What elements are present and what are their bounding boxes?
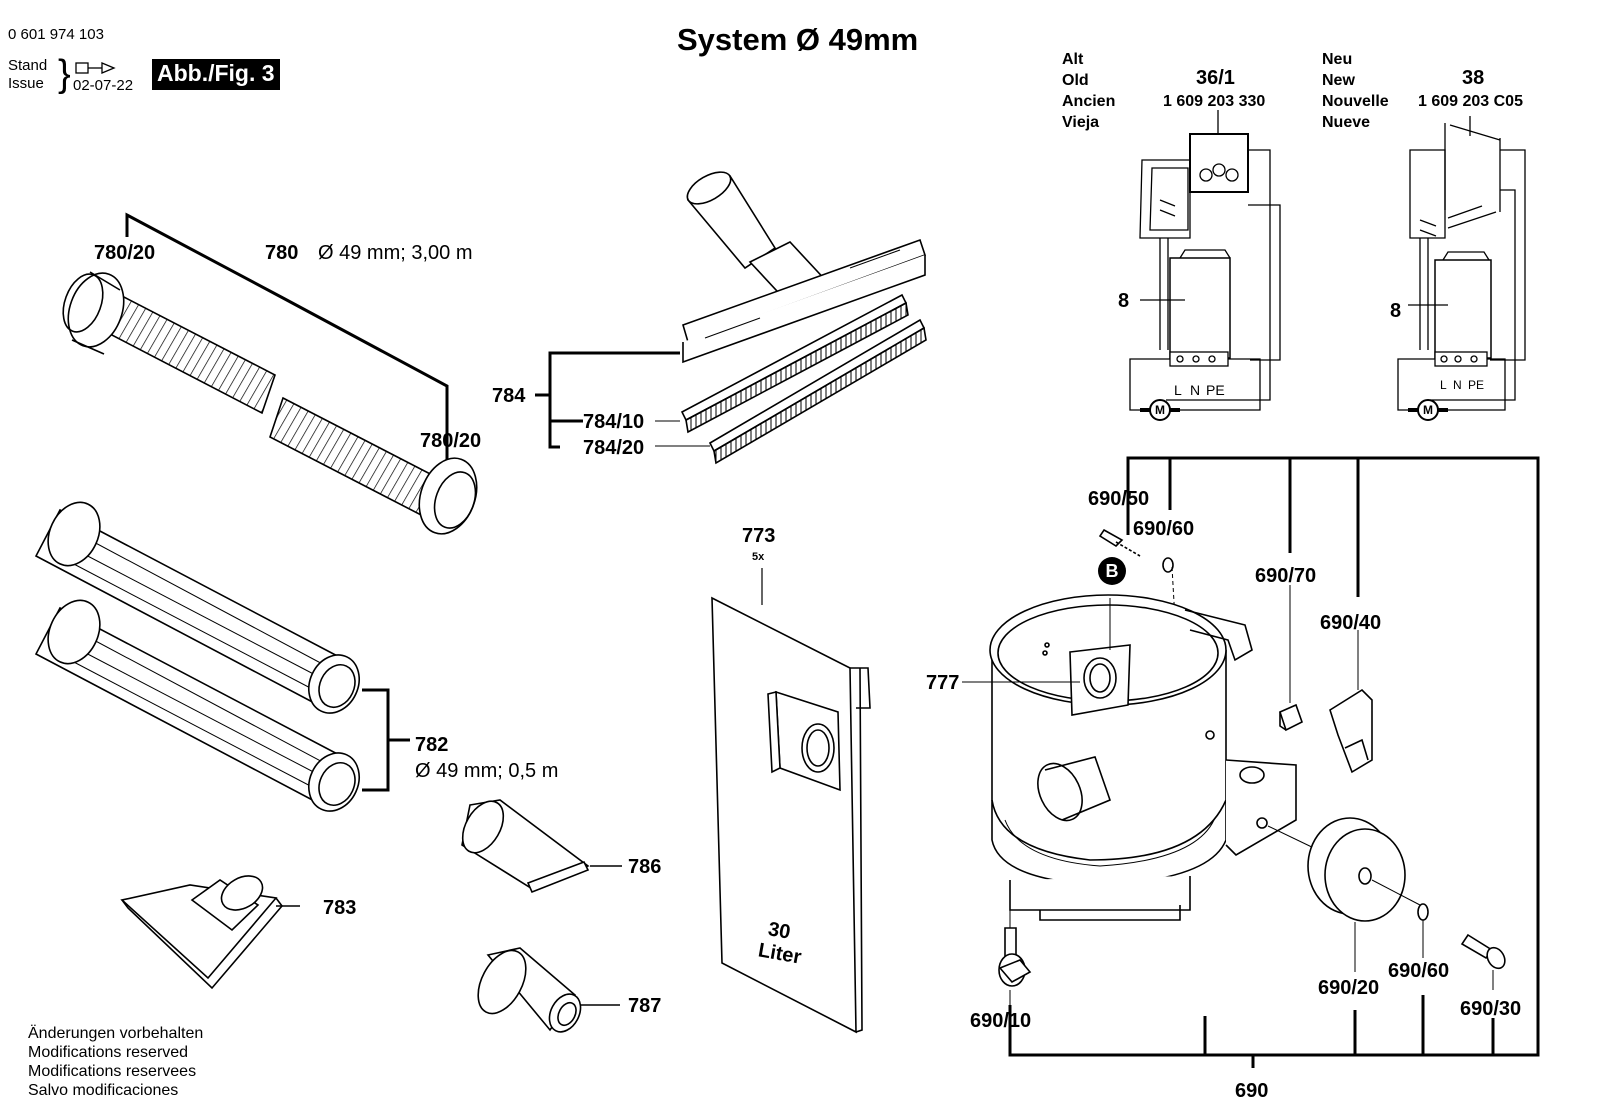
new-terminal-pe: PE [1468, 378, 1485, 392]
old-word-es: Vieja [1062, 114, 1100, 131]
old-motor: M [1155, 403, 1165, 417]
hose-cuff-left [67, 272, 125, 348]
label-787: 787 [628, 995, 662, 1017]
new-motor: M [1423, 403, 1433, 417]
label-690-60-wheel: 690/60 [1388, 960, 1450, 982]
new-number: 1 609 203 C05 [1418, 93, 1523, 110]
suction-hose-drawing [62, 212, 478, 535]
container-drawing [962, 456, 1540, 1068]
filter-bag-qty: 5x [752, 551, 765, 563]
old-number: 1 609 203 330 [1163, 93, 1266, 110]
note-de: Änderungen vorbehalten [28, 1025, 204, 1042]
label-784: 784 [492, 385, 526, 407]
label-783: 783 [323, 897, 357, 919]
label-786: 786 [628, 856, 662, 878]
old-word-en: Old [1062, 72, 1089, 89]
crevice-nozzle-drawing [461, 799, 622, 894]
upholstery-nozzle-drawing [120, 875, 300, 990]
nozzle-bracket [548, 351, 680, 449]
new-word-es: Nueve [1322, 114, 1371, 131]
old-terminal-pe: PE [1206, 382, 1225, 398]
stand-label: Stand [8, 57, 48, 74]
tubes-spec: Ø 49 mm; 0,5 m [415, 760, 559, 782]
label-784-20: 784/20 [583, 437, 645, 459]
note-es: Salvo modificaciones [28, 1082, 179, 1099]
label-782: 782 [415, 734, 449, 756]
hose-spec: Ø 49 mm; 3,00 m [318, 242, 473, 264]
label-690-10: 690/10 [970, 1010, 1032, 1032]
issue-date: 02-07-22 [73, 77, 134, 94]
page-title: System Ø 49mm [677, 22, 919, 57]
label-777: 777 [926, 672, 960, 694]
label-690-30: 690/30 [1460, 998, 1522, 1020]
hose-body-left [107, 293, 276, 415]
tubes-bracket [362, 688, 390, 792]
new-terminal-l: L [1440, 378, 1447, 392]
extension-tubes-drawing [34, 501, 410, 812]
container-frame [1008, 456, 1540, 1057]
brace-glyph: } [58, 53, 71, 95]
new-word-de: Neu [1322, 51, 1353, 68]
new-word-en: New [1322, 72, 1355, 89]
stand-symbol-icon [75, 62, 116, 74]
label-780-20-a: 780/20 [94, 242, 156, 264]
old-word-de: Alt [1062, 51, 1084, 68]
note-en: Modifications reserved [28, 1044, 189, 1061]
label-690: 690 [1235, 1080, 1269, 1102]
old-terminal-l: L [1174, 382, 1182, 398]
wiring-new-drawing [1397, 116, 1526, 421]
new-ref: 38 [1462, 67, 1485, 89]
label-690-50: 690/50 [1088, 488, 1150, 510]
new-word-fr: Nouvelle [1322, 93, 1389, 110]
new-part-8: 8 [1390, 300, 1402, 322]
adapter-drawing [477, 947, 620, 1033]
issue-label: Issue [8, 75, 44, 92]
label-690-60-top: 690/60 [1133, 518, 1195, 540]
old-ref: 36/1 [1196, 67, 1235, 89]
marker-b-badge: B [1098, 557, 1126, 585]
note-fr: Modifications reservees [28, 1063, 197, 1080]
label-690-70: 690/70 [1255, 565, 1317, 587]
old-part-8: 8 [1118, 290, 1130, 312]
part-number: 0 601 974 103 [8, 26, 104, 43]
figure-badge: Abb./Fig. 3 [152, 59, 280, 90]
wiring-old-drawing [1129, 110, 1281, 421]
label-690-20: 690/20 [1318, 977, 1380, 999]
floor-nozzle-drawing [535, 171, 927, 465]
old-terminal-n: N [1190, 382, 1201, 398]
hose-body-right [269, 396, 442, 519]
filter-bag-drawing [711, 568, 871, 1034]
label-690-40: 690/40 [1320, 612, 1382, 634]
new-terminal-n: N [1453, 378, 1462, 392]
label-784-10: 784/10 [583, 411, 645, 433]
label-780-20-b: 780/20 [420, 430, 482, 452]
old-word-fr: Ancien [1062, 93, 1116, 110]
label-773: 773 [742, 525, 776, 547]
hose-bracket [125, 212, 449, 468]
label-780: 780 [265, 242, 299, 264]
